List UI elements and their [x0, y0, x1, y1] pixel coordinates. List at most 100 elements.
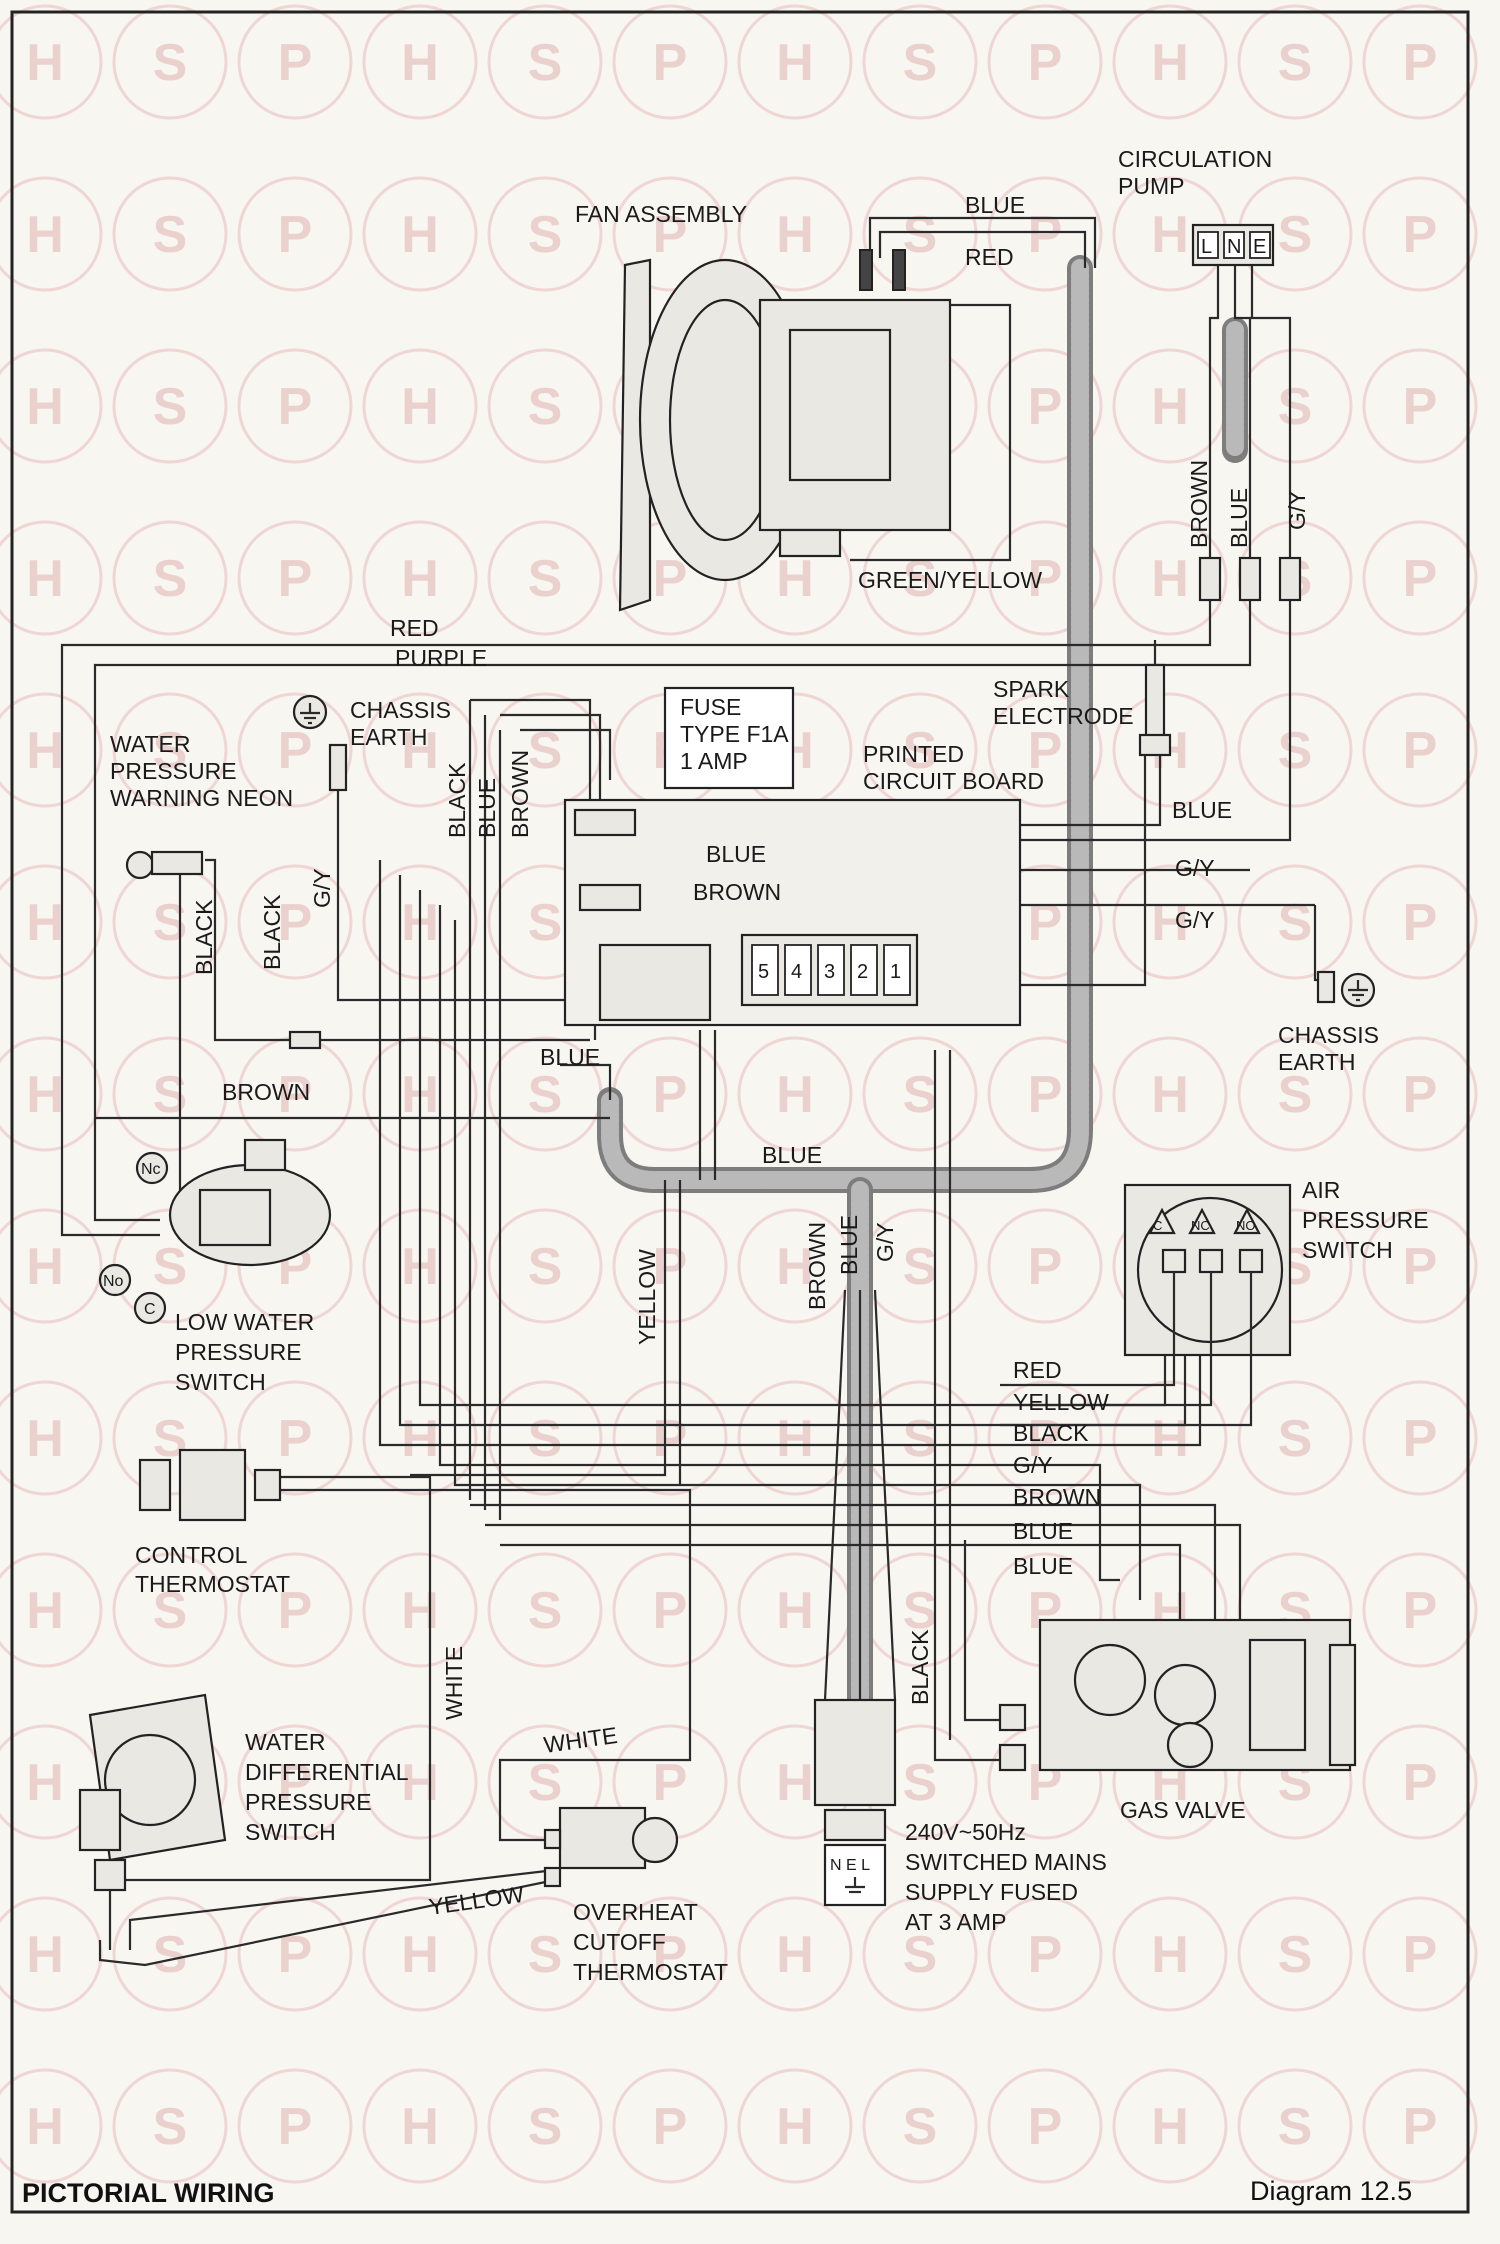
watermark-circle: [612, 1552, 728, 1668]
label-chassis-earth-right-2: EARTH: [1278, 1049, 1356, 1075]
watermark-letter: S: [903, 1066, 938, 1124]
watermark-circle: [737, 4, 853, 120]
labels: FAN ASSEMBLY CIRCULATION PUMP BLUE RED G…: [22, 146, 1429, 2208]
wire-pump-blue: BLUE: [1226, 488, 1252, 548]
printed-circuit-board: 5 4 3 2 1: [563, 798, 1022, 1027]
watermark-letter: P: [653, 34, 688, 92]
watermark-circle: [862, 4, 978, 120]
watermark-letter: H: [1151, 378, 1189, 436]
lwps-terminal-c: C: [144, 1301, 156, 1318]
watermark-circle: [487, 348, 603, 464]
watermark-circle: [987, 2068, 1103, 2184]
wire-earth-gy-left: G/Y: [309, 868, 335, 908]
label-spark-electrode-1: SPARK: [993, 676, 1070, 702]
watermark-circle: [237, 1380, 353, 1496]
label-circulation-pump-2: PUMP: [1118, 173, 1184, 199]
watermark-circle: [612, 2068, 728, 2184]
water-differential-pressure-switch: [78, 1693, 227, 1892]
watermark-letter: P: [278, 894, 313, 952]
aps-terminal-nc: NC: [1191, 1218, 1210, 1233]
label-lwps-1: LOW WATER: [175, 1309, 314, 1335]
watermark-circle: [237, 864, 353, 980]
watermark-circle: [487, 176, 603, 292]
label-gas-valve: GAS VALVE: [1120, 1797, 1246, 1823]
wire-aps-red: RED: [1013, 1357, 1062, 1383]
watermark-letter: P: [1028, 34, 1063, 92]
watermark-circle: [987, 348, 1103, 464]
watermark-circle: [112, 2068, 228, 2184]
watermark-circle: [237, 2068, 353, 2184]
label-control-thermostat-2: THERMOSTAT: [135, 1571, 290, 1597]
watermark-circle: [612, 1380, 728, 1496]
watermark-circle: [1112, 1380, 1228, 1496]
watermark-letter: H: [1151, 206, 1189, 264]
circulation-pump-connector: L N E: [1191, 223, 1302, 602]
watermark-circle: [612, 4, 728, 120]
wire-center-blue: BLUE: [762, 1142, 822, 1168]
wire-mains-gy: G/Y: [872, 1222, 898, 1262]
watermark-letter: S: [153, 1926, 188, 1984]
label-aps-3: SWITCH: [1302, 1237, 1393, 1263]
watermark-letter: H: [1151, 1066, 1189, 1124]
watermark-letter: H: [401, 550, 439, 608]
wire-aps-black: BLACK: [1013, 1420, 1089, 1446]
watermark-letter: S: [903, 1238, 938, 1296]
label-wdps-4: SWITCH: [245, 1819, 336, 1845]
label-pcb-2: CIRCUIT BOARD: [863, 768, 1044, 794]
aps-terminal-c: C: [1153, 1218, 1162, 1233]
watermark-letter: S: [528, 206, 563, 264]
watermark-letter: S: [528, 550, 563, 608]
watermark-circle: [1237, 4, 1353, 120]
watermark-circle: [112, 176, 228, 292]
watermark-letter: H: [1151, 2098, 1189, 2156]
watermark-letter: H: [776, 1926, 814, 1984]
watermark-letter: S: [1278, 2098, 1313, 2156]
wire-yellow-vertical: YELLOW: [634, 1249, 660, 1345]
wire-gv-blue-2: BLUE: [1013, 1553, 1073, 1579]
watermark-letter: P: [1028, 722, 1063, 780]
watermark-circle: [487, 1380, 603, 1496]
label-mains-2: SWITCHED MAINS: [905, 1849, 1107, 1875]
label-aps-1: AIR: [1302, 1177, 1340, 1203]
watermark-letter: H: [401, 1582, 439, 1640]
watermark-letter: P: [653, 1582, 688, 1640]
watermark-letter: P: [1028, 550, 1063, 608]
watermark-letter: H: [26, 378, 64, 436]
watermark-circle: [112, 4, 228, 120]
watermark-circle: [1237, 1896, 1353, 2012]
watermark-letter: S: [1278, 894, 1313, 952]
watermark-letter: P: [653, 1926, 688, 1984]
wire-main-purple: PURPLE: [395, 645, 487, 671]
water-pressure-warning-neon: [125, 850, 204, 880]
low-water-pressure-switch: Nc No C: [98, 1138, 332, 1325]
diagram-frame: [10, 10, 1470, 2214]
watermark-letter: P: [653, 1238, 688, 1296]
watermark-circle: [362, 2068, 478, 2184]
watermark-circle: [1112, 4, 1228, 120]
watermark-letter: P: [1403, 1926, 1438, 1984]
pcb-terminal-1: 1: [890, 961, 901, 983]
aps-terminal-no: NO: [1236, 1218, 1256, 1233]
watermark-letter: S: [153, 1238, 188, 1296]
watermark-letter: P: [278, 550, 313, 608]
watermark-circle: [1237, 1380, 1353, 1496]
lwps-terminal-no: No: [103, 1273, 124, 1290]
mains-plug: N E L: [813, 1698, 897, 1907]
watermark-letter: S: [903, 1410, 938, 1468]
watermark-circle: [1362, 176, 1478, 292]
label-neon-2: PRESSURE: [110, 758, 237, 784]
chassis-earth-top: [292, 694, 348, 792]
watermark-letter: S: [153, 34, 188, 92]
watermark-circle: [1362, 4, 1478, 120]
watermark-circle: [987, 4, 1103, 120]
watermark-letter: S: [528, 2098, 563, 2156]
watermark-circle: [0, 2068, 103, 2184]
watermark-circle: [362, 692, 478, 808]
label-chassis-earth-right-1: CHASSIS: [1278, 1022, 1379, 1048]
watermark-letter: H: [1151, 550, 1189, 608]
watermark-letter: S: [153, 2098, 188, 2156]
label-overheat-3: THERMOSTAT: [573, 1959, 728, 1985]
watermark-letter: H: [401, 378, 439, 436]
watermark-letter: P: [1028, 1926, 1063, 1984]
